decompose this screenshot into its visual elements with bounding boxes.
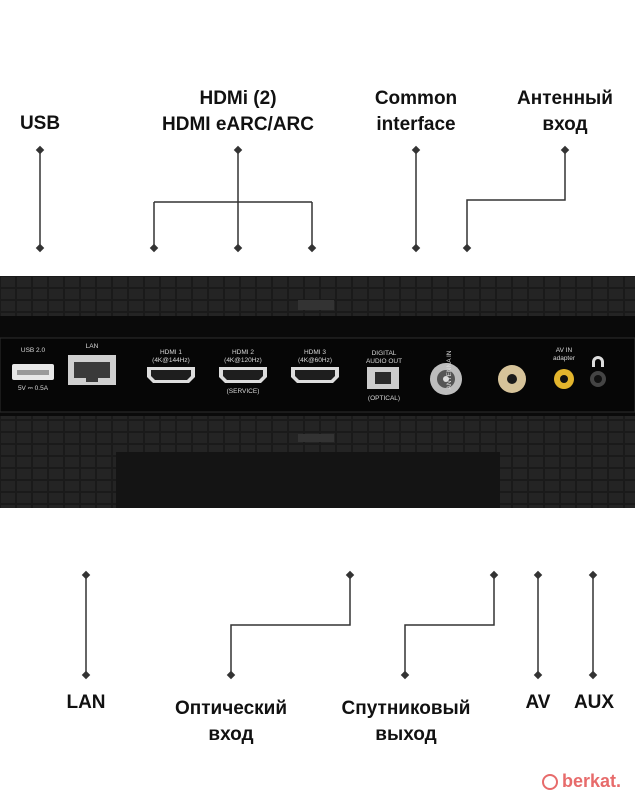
lan-port-caption: LAN bbox=[85, 343, 99, 350]
usb-power-caption: 5V ⎓ 0.5A bbox=[17, 385, 49, 392]
hdmi2-port-icon bbox=[219, 367, 267, 383]
av-label: AV bbox=[525, 692, 551, 713]
hdmi2-port-caption: HDMI 2 (4K@120Hz) bbox=[224, 349, 262, 364]
optical-port-caption: DIGITAL AUDIO OUT bbox=[365, 350, 403, 365]
lan-label: LAN bbox=[66, 692, 106, 713]
satellite-label: Спутниковый выход bbox=[341, 698, 471, 745]
berkat-watermark: berkat. bbox=[541, 771, 621, 792]
antenna-leader bbox=[466, 150, 566, 248]
satellite-leader bbox=[404, 575, 495, 675]
hdmi2-service-caption: (SERVICE) bbox=[226, 388, 260, 395]
hdmi1-port-icon bbox=[147, 367, 195, 383]
headphone-icon bbox=[592, 356, 604, 367]
common-interface-label: Common interface bbox=[374, 88, 458, 135]
usb-port-caption: USB 2.0 bbox=[20, 347, 46, 354]
hdmi-label: HDMi (2) HDMI eARC/ARC bbox=[162, 88, 314, 135]
hdmi3-port-icon bbox=[291, 367, 339, 383]
tv-back-panel bbox=[0, 276, 635, 508]
antenna-label: Антенный вход bbox=[517, 88, 613, 135]
av-port-caption: AV IN adapter bbox=[552, 347, 576, 362]
optical-label: Оптический вход bbox=[174, 698, 288, 745]
antenna-port-caption: ANTENNA IN bbox=[446, 350, 453, 390]
optical-sub-caption: (OPTICAL) bbox=[367, 395, 401, 402]
aux-label: AUX bbox=[573, 692, 615, 713]
hdmi3-port-caption: HDMI 3 (4K@60Hz) bbox=[297, 349, 333, 364]
optical-leader bbox=[230, 575, 351, 675]
usb-label: USB bbox=[19, 113, 61, 134]
hdmi-leader bbox=[153, 150, 313, 248]
berkat-logo-icon bbox=[541, 773, 558, 790]
hdmi1-port-caption: HDMI 1 (4K@144Hz) bbox=[152, 349, 190, 364]
